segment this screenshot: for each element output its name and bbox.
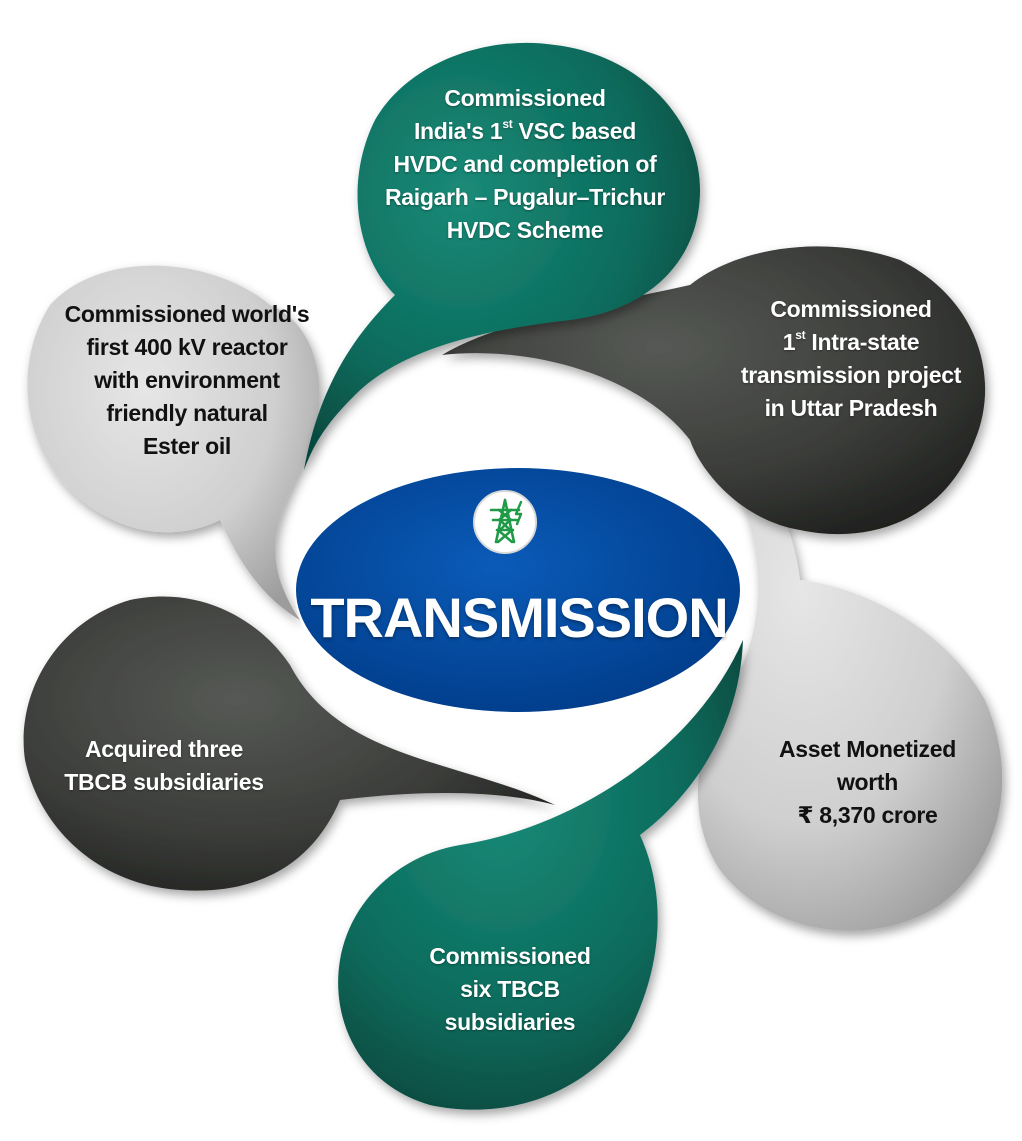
petal-lower-left-text: Acquired three TBCB subsidiaries (48, 733, 280, 799)
petal-upper-left-line2: first 400 kV reactor (86, 334, 288, 360)
petal-lower-left (23, 596, 556, 891)
petal-top-line3: HVDC and completion of (393, 151, 657, 177)
petal-bottom-line1: Commissioned (429, 943, 591, 969)
petal-bottom-text: Commissioned six TBCB subsidiaries (405, 940, 615, 1039)
petal-bottom (338, 640, 743, 1110)
center-title: TRANSMISSION (310, 586, 728, 649)
petal-lower-right-line1: Asset Monetized (779, 736, 956, 762)
petal-upper-left-line3: with environment (94, 367, 280, 393)
petal-lower-right-line3: ₹ 8,370 crore (797, 802, 938, 828)
center-ellipse (295, 467, 747, 719)
petal-top (304, 42, 700, 470)
petal-upper-left-line1: Commissioned world's (64, 301, 310, 327)
petal-upper-right-line4: in Uttar Pradesh (764, 395, 938, 421)
petal-upper-left-line4: friendly natural (106, 400, 268, 426)
petal-upper-right-line2: 1st Intra-state (782, 328, 920, 355)
petal-upper-right-text: Commissioned 1st Intra-state transmissio… (720, 293, 982, 425)
petal-top-line5: HVDC Scheme (446, 217, 604, 243)
petal-upper-right-line1: Commissioned (770, 296, 932, 322)
petal-bottom-line3: subsidiaries (444, 1009, 576, 1035)
petal-lower-right-line2: worth (836, 769, 899, 795)
petal-top-text: Commissioned India's 1st VSC based HVDC … (360, 82, 690, 247)
petal-upper-right-line3: transmission project (740, 362, 962, 388)
petal-lower-right-text: Asset Monetized worth ₹ 8,370 crore (760, 733, 975, 832)
petal-lower-right (668, 405, 1003, 931)
petal-top-line4: Raigarh – Pugalur–Trichur (384, 184, 666, 210)
petal-top-line1: Commissioned (444, 85, 606, 111)
petal-upper-left-text: Commissioned world's first 400 kV reacto… (52, 298, 322, 463)
petal-top-line2: India's 1st VSC based (413, 117, 637, 144)
petal-lower-left-line1: Acquired three (84, 736, 244, 762)
petal-upper-left-line5: Ester oil (142, 433, 232, 459)
petal-lower-left-line2: TBCB subsidiaries (64, 769, 264, 795)
petal-bottom-line2: six TBCB (460, 976, 560, 1002)
transmission-tower-icon (473, 490, 537, 554)
petal-upper-left (27, 265, 320, 620)
